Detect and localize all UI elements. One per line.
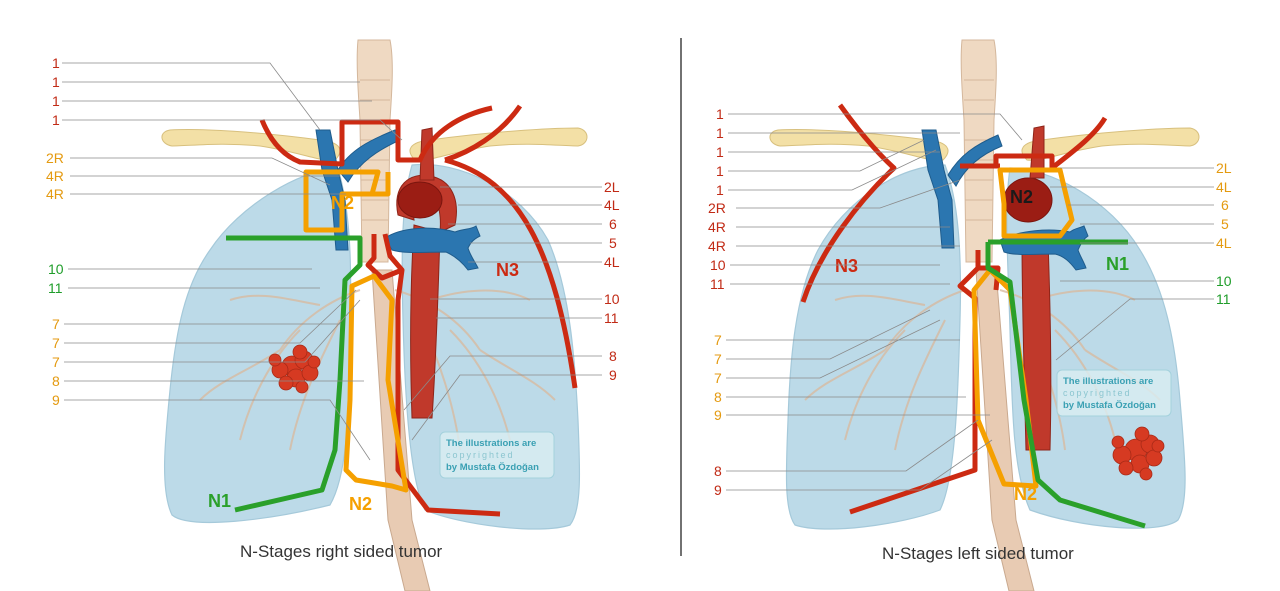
zone-label-n2-bottom: N2	[349, 494, 372, 514]
station-label: 1	[52, 74, 60, 90]
descending-aorta-left-panel	[410, 224, 441, 419]
watermark-line-2: copyrighted	[1063, 388, 1132, 398]
station-label: 11	[48, 280, 63, 296]
station-label: 1	[716, 163, 724, 179]
station-label: 7	[714, 332, 722, 348]
zone-label-n2-top: N2	[1010, 187, 1033, 207]
watermark-line-3: by Mustafa Özdoğan	[1063, 400, 1156, 411]
station-label: 7	[714, 370, 722, 386]
station-label: 10	[604, 291, 620, 307]
n1-boundary-left-panel	[226, 235, 363, 513]
station-label: 4R	[46, 168, 64, 184]
watermark-line-1: The illustrations are	[1063, 376, 1153, 387]
zone-label-n3: N3	[496, 260, 519, 280]
station-label: 4R	[46, 186, 64, 202]
station-label: 9	[609, 367, 617, 383]
station-label: 9	[52, 392, 60, 408]
station-labels-left: 1 1 1 1 1 2R 4R 4R 10 11 7 7 7 8 9 8 9	[708, 106, 726, 498]
n3-mediastinal-boundary-right-panel	[849, 250, 1001, 515]
station-label: 11	[604, 310, 619, 326]
esophagus-left-panel	[371, 269, 431, 591]
station-label: 1	[52, 112, 60, 128]
zone-label-n2-bottom: N2	[1014, 484, 1037, 504]
station-label: 9	[714, 407, 722, 423]
station-label: 1	[52, 55, 60, 71]
station-label: 5	[1221, 216, 1229, 232]
pulmonary-artery-left-panel	[384, 225, 481, 271]
leader-lines-right-side	[403, 186, 602, 441]
station-label: 8	[714, 389, 722, 405]
watermark-line-1: The illustrations are	[446, 438, 536, 449]
aortic-arch-opening-left-panel	[397, 181, 443, 219]
station-label: 7	[52, 335, 60, 351]
n2-boundary-right-panel	[997, 167, 1075, 239]
station-label: 10	[1216, 273, 1232, 289]
brachiocephalic-vein-right-panel	[921, 129, 955, 249]
tumor-right-panel	[1111, 426, 1165, 481]
leader-lines-right-panel-left	[726, 113, 1023, 491]
station-label: 4L	[1216, 235, 1232, 251]
zone-label-n1: N1	[208, 491, 231, 511]
n1-boundary-right-panel	[985, 239, 1146, 529]
zone-label-n2-top: N2	[331, 193, 354, 213]
station-label: 1	[716, 106, 724, 122]
station-label: 8	[609, 348, 617, 364]
station-label: 7	[714, 351, 722, 367]
station-label: 1	[716, 182, 724, 198]
caption-right-panel: N-Stages left sided tumor	[882, 544, 1074, 563]
watermark-line-2: copyrighted	[446, 450, 515, 460]
watermark-box-right-panel	[1056, 369, 1172, 417]
station-label: 11	[710, 276, 725, 292]
station-label: 4L	[1216, 179, 1232, 195]
station-label: 1	[52, 93, 60, 109]
aortic-branch-right-panel	[1029, 125, 1045, 179]
station-label: 4L	[604, 197, 620, 213]
station-label: 4R	[708, 238, 726, 254]
tumor-left-panel	[268, 344, 321, 394]
caption-left-panel: N-Stages right sided tumor	[240, 542, 443, 561]
station-labels-left: 1 1 1 1 2R 4R 4R 10 11 7 7 7 8 9	[46, 55, 64, 408]
watermark-box-left-panel	[439, 431, 555, 479]
zone-label-n1: N1	[1106, 254, 1129, 274]
right-clavicle-left-panel	[161, 128, 341, 161]
station-label: 1	[716, 125, 724, 141]
leader-lines-left-side	[62, 62, 403, 461]
station-label: 2L	[1216, 160, 1232, 176]
right-panel: N2 N2 N3 N1 The illustrations are copyri…	[708, 39, 1232, 591]
station-label: 5	[609, 235, 617, 251]
right-lung-right-panel	[785, 164, 962, 530]
station-label: 4L	[604, 254, 620, 270]
station-labels-right: 2L 4L 6 5 4L 10 11	[1216, 160, 1232, 307]
station-label: 6	[609, 216, 617, 232]
right-lung-left-panel	[164, 167, 352, 523]
n2-lower-boundary-left-panel	[343, 273, 409, 493]
right-clavicle-right-panel	[769, 128, 949, 161]
station-label: 2R	[46, 150, 64, 166]
n3-boundary-left-panel	[259, 104, 578, 389]
leader-lines-right-panel-right	[1050, 167, 1214, 361]
zone-label-n3: N3	[835, 256, 858, 276]
station-label: 2L	[604, 179, 620, 195]
station-label: 10	[710, 257, 726, 273]
station-label: 9	[714, 482, 722, 498]
left-brachiocephalic-vein-right-panel	[947, 134, 1003, 187]
station-label: 7	[52, 316, 60, 332]
station-label: 4R	[708, 219, 726, 235]
station-label: 1	[716, 144, 724, 160]
station-label: 10	[48, 261, 64, 277]
station-label: 2R	[708, 200, 726, 216]
station-label: 6	[1221, 197, 1229, 213]
station-label: 11	[1216, 291, 1231, 307]
station-label: 8	[714, 463, 722, 479]
station-label: 8	[52, 373, 60, 389]
station-labels-right: 2L 4L 6 5 4L 10 11 8 9	[604, 179, 620, 383]
station-label: 7	[52, 354, 60, 370]
watermark-line-3: by Mustafa Özdoğan	[446, 462, 539, 473]
descending-aorta-right-panel	[1021, 239, 1052, 451]
n3-mediastinal-boundary-left-panel	[365, 233, 501, 517]
left-panel: N2 N2 N3 N1 The illustrations are copyri…	[46, 39, 620, 591]
